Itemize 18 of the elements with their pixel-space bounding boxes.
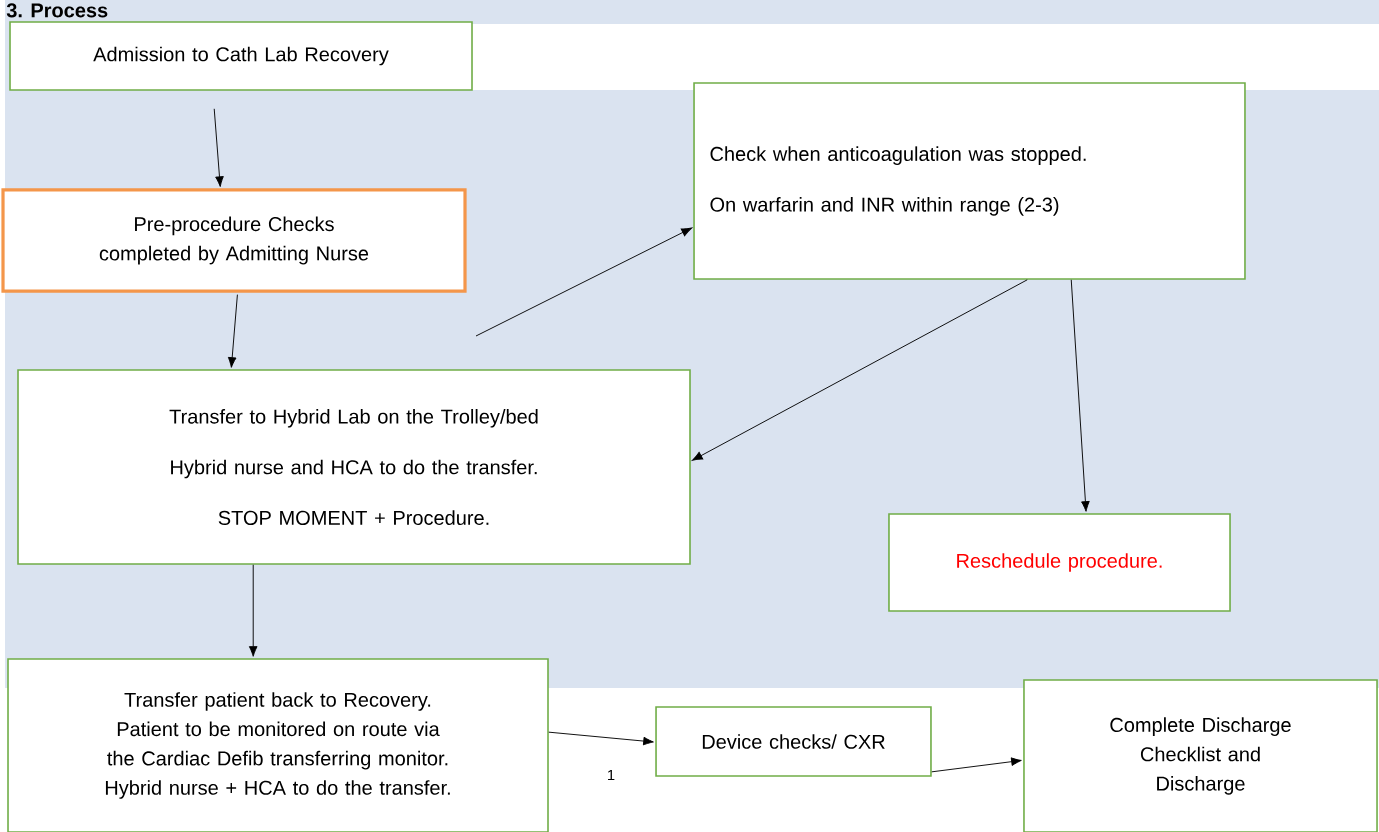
arrow [227,294,238,368]
process-box: Transfer to Hybrid Lab on the Trolley/bed Hybrid nurse and HCA to do the transfer. STOP MOMENT + Procedure. [17,369,691,565]
process-box: Pre-procedure Checks completed by Admitting Nurse [1,188,467,293]
process-box: Admission to Cath Lab Recovery [9,21,473,91]
arrow [248,564,258,657]
arrow [213,108,224,187]
process-box: Reschedule procedure. [888,513,1231,612]
process-box: Transfer patient back to Recovery. Patient to be monitored on route via the Cardiac Defib transferring monitor. Hybrid nurse + HCA to do the transfer. [7,658,549,832]
arrow [1070,279,1090,512]
footnote-number: 1 [608,769,615,781]
process-box: Check when anticoagulation was stopped. On warfarin and INR within range (2-3) [693,82,1246,280]
arrow [931,757,1022,773]
arrow [548,731,654,746]
process-box: Complete Discharge Checklist and Discharge [1023,679,1378,832]
process-box: Device checks/ CXR [655,706,932,777]
heading: 3. Process [6,3,108,18]
arrow [691,279,1028,461]
arrow [475,227,693,337]
